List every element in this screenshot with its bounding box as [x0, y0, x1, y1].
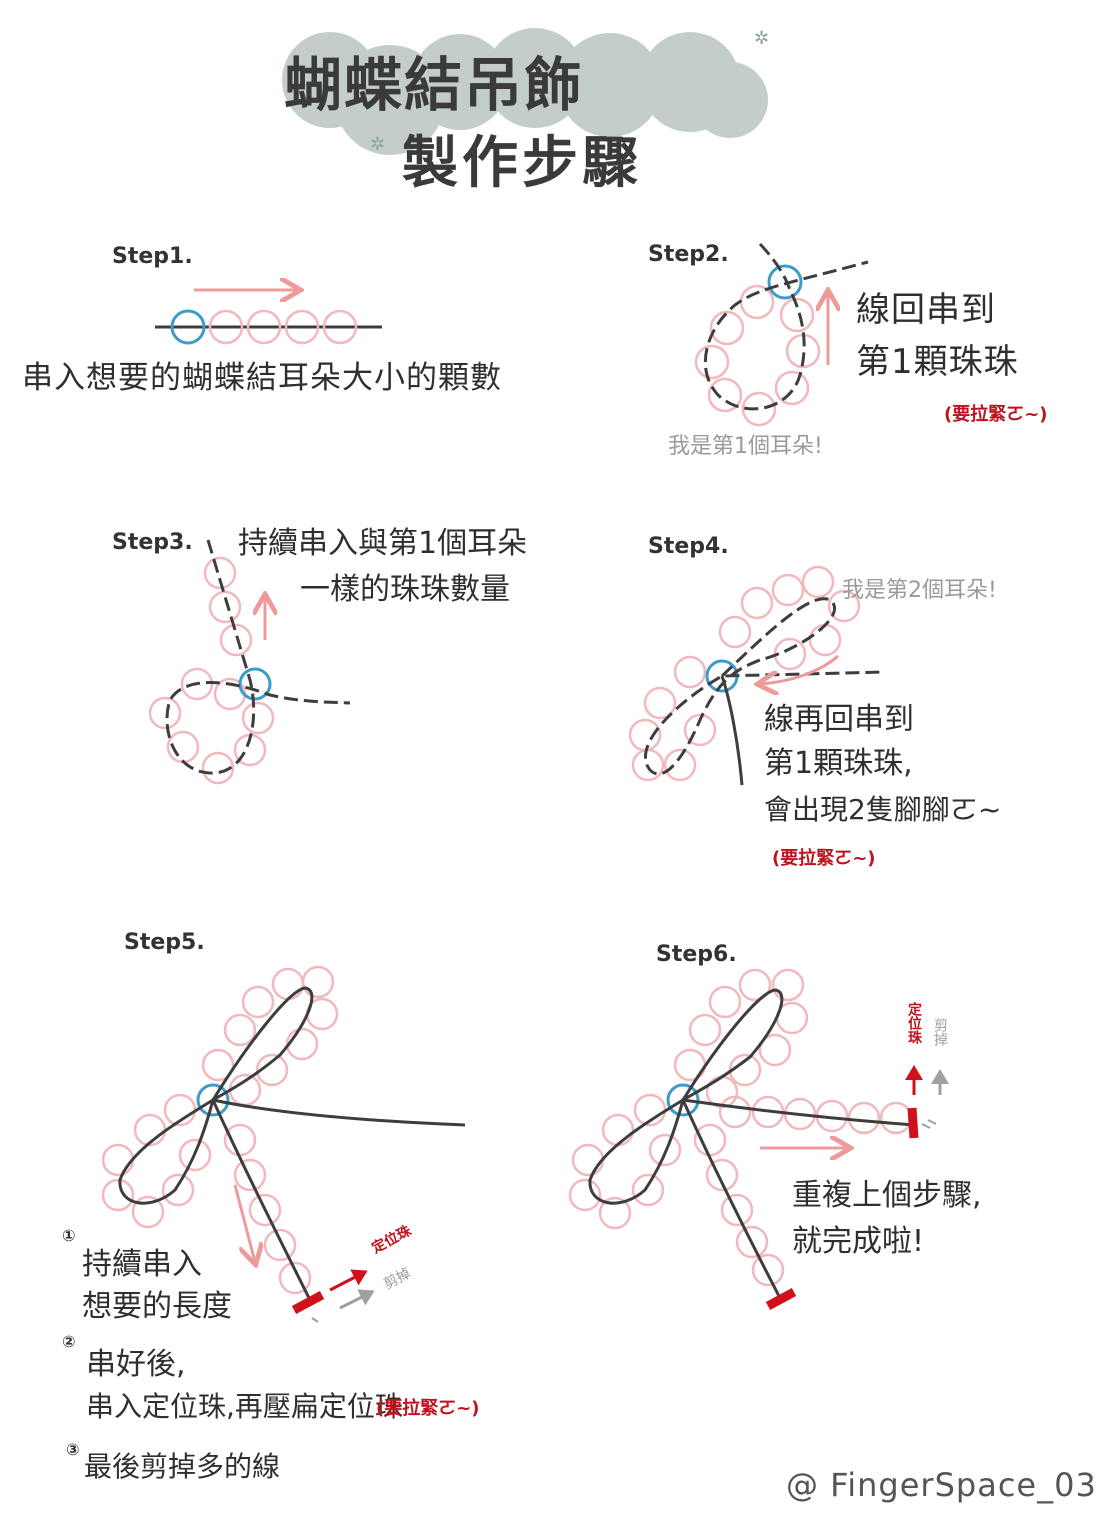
- step5-note3-number: ③: [66, 1440, 80, 1459]
- step5-label: Step5.: [124, 930, 205, 955]
- step3-text-line1: 持續串入與第1個耳朵: [238, 526, 528, 561]
- step5-note1-line1: 持續串入: [82, 1247, 202, 1282]
- sparkle-icon: ✲: [370, 134, 385, 155]
- step2-diagram: [694, 242, 869, 427]
- step2-text-line1: 線回串到: [856, 290, 996, 330]
- step5-note2-line2: 串入定位珠,再壓扁定位珠: [86, 1390, 403, 1423]
- step1-diagram: [155, 290, 382, 345]
- step2-ear-label: 我是第1個耳朵!: [668, 434, 823, 459]
- step5-note2-line1: 串好後,: [86, 1347, 186, 1382]
- title-bubbles: [282, 28, 768, 155]
- step4-text-line2: 第1顆珠珠,: [764, 746, 913, 781]
- step4-diagram: [628, 565, 886, 786]
- step4-tight-note: (要拉緊ㄛ~): [772, 848, 876, 869]
- step6-label: Step6.: [656, 942, 737, 967]
- step5-note2-number: ②: [62, 1332, 76, 1351]
- step3-text-line2: 一樣的珠珠數量: [300, 572, 510, 607]
- page-title: 蝴蝶結吊飾: [284, 51, 585, 119]
- step4-text-line1: 線再回串到: [764, 702, 914, 737]
- step5-tight-note: (要拉緊ㄛ~): [376, 1398, 480, 1419]
- step2-text-line2: 第1顆珠珠: [856, 342, 1019, 382]
- page-subtitle: 製作步驟: [402, 131, 642, 196]
- step5-diagram: [101, 965, 466, 1323]
- step6-text-line1: 重複上個步驟,: [792, 1178, 982, 1213]
- step4-ear-label: 我是第2個耳朵!: [842, 578, 997, 603]
- step6-trim-label: 剪掉: [932, 1018, 948, 1046]
- author-credit: @ FingerSpace_03: [786, 1466, 1097, 1504]
- step5-note3-text: 最後剪掉多的線: [84, 1450, 281, 1483]
- step4-label: Step4.: [648, 534, 729, 559]
- step2-tight-note: (要拉緊ㄛ~): [944, 404, 1048, 425]
- step5-note1-number: ①: [62, 1226, 76, 1245]
- step5-note1-line2: 想要的長度: [82, 1289, 232, 1324]
- step6-text-line2: 就完成啦!: [792, 1224, 925, 1259]
- step6-anchor-label: 定位珠: [906, 1002, 922, 1044]
- step1-text: 串入想要的蝴蝶結耳朵大小的顆數: [22, 360, 502, 396]
- step1-label: Step1.: [112, 244, 193, 269]
- step3-diagram: [148, 539, 351, 785]
- step3-label: Step3.: [112, 530, 193, 555]
- step2-label: Step2.: [648, 242, 729, 267]
- sparkle-icon: ✲: [754, 28, 769, 49]
- step6-diagram: [568, 968, 949, 1310]
- step4-text-line3: 會出現2隻腳腳ㄛ~: [764, 793, 1002, 826]
